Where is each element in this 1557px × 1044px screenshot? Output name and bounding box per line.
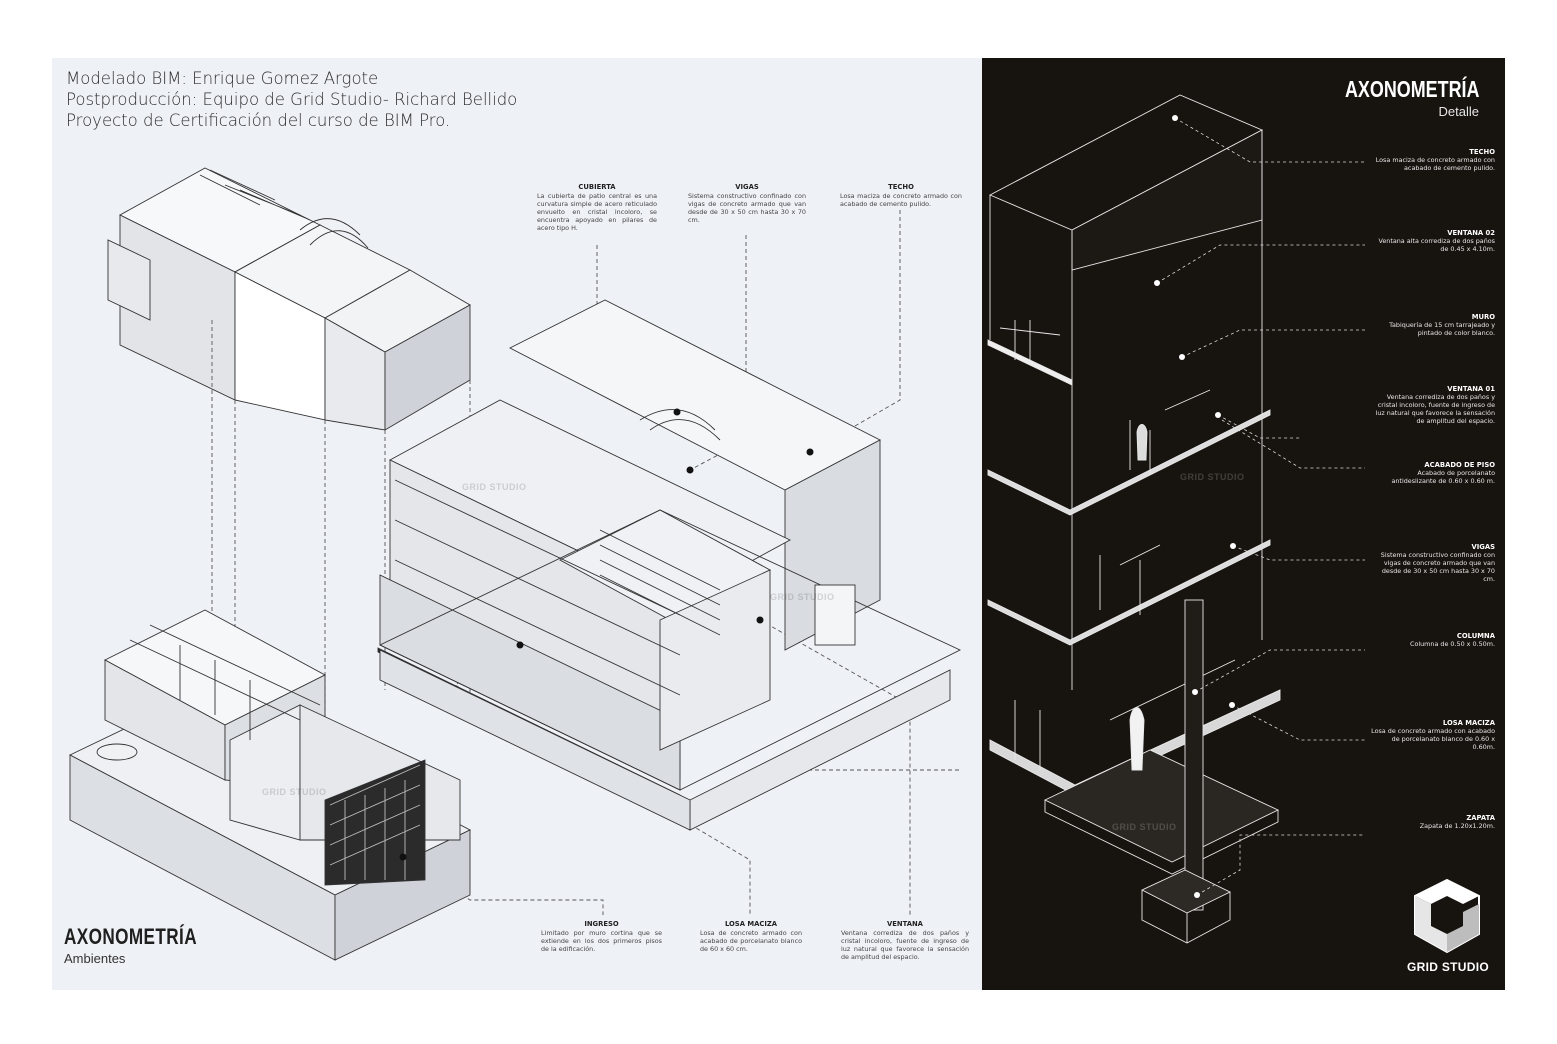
- detail-note-acabado-piso: ACABADO DE PISO Acabado de porcelanato a…: [1371, 461, 1495, 485]
- right-title: AXONOMETRÍA: [1344, 76, 1479, 102]
- note-text: Losa maciza de concreto armado con acaba…: [840, 192, 962, 208]
- note-text: Columna de 0.50 x 0.50m.: [1409, 640, 1495, 648]
- detail-note-ventana-02: VENTANA 02 Ventana alta corrediza de dos…: [1371, 229, 1495, 253]
- note-title: VIGAS: [735, 183, 759, 191]
- note-vigas: VIGAS Sistema constructivo confinado con…: [688, 183, 806, 224]
- detail-note-columna: COLUMNA Columna de 0.50 x 0.50m.: [1371, 632, 1495, 648]
- note-losa-maciza: LOSA MACIZA Losa de concreto armado con …: [700, 920, 802, 953]
- note-text: Losa de concreto armado con acabado de p…: [700, 929, 802, 953]
- note-title: VENTANA 01: [1447, 385, 1495, 393]
- note-title: VENTANA 02: [1447, 229, 1495, 237]
- note-text: Limitado por muro cortina que se extiend…: [541, 929, 662, 953]
- note-title: VIGAS: [1471, 543, 1495, 551]
- note-text: Tabiquería de 15 cm tarrajeado y pintado…: [1389, 321, 1495, 337]
- note-text: Sistema constructivo confinado con vigas…: [1380, 551, 1495, 583]
- credit-project: Proyecto de Certificación del curso de B…: [66, 111, 451, 130]
- note-ventana: VENTANA Ventana corrediza de dos paños y…: [841, 920, 969, 961]
- note-title: COLUMNA: [1456, 632, 1495, 640]
- note-text: La cubierta de patio central es una curv…: [537, 192, 657, 232]
- main-building-section: [377, 299, 962, 831]
- detail-note-vigas: VIGAS Sistema constructivo confinado con…: [1371, 543, 1495, 583]
- watermark: GRID STUDIO: [262, 787, 327, 797]
- brand-name: GRID STUDIO: [1407, 960, 1489, 974]
- grid-studio-logo-icon: [1414, 878, 1480, 954]
- right-subtitle: Detalle: [1438, 104, 1479, 119]
- note-title: LOSA MACIZA: [724, 920, 778, 928]
- note-title: INGRESO: [584, 920, 619, 928]
- watermark: GRID STUDIO: [462, 482, 527, 492]
- upper-building-block: [107, 167, 471, 431]
- note-text: Ventana corrediza de dos paños y cristal…: [1375, 393, 1495, 425]
- left-title-block: AXONOMETRÍA Ambientes: [64, 924, 235, 966]
- credit-postproduction: Postproducción: Equipo de Grid Studio- R…: [66, 90, 518, 109]
- note-title: ACABADO DE PISO: [1424, 461, 1495, 469]
- note-title: TECHO: [1469, 148, 1495, 156]
- note-title: ZAPATA: [1466, 814, 1495, 822]
- note-text: Losa de concreto armado con acabado de p…: [1371, 727, 1495, 751]
- note-text: Ventana alta corrediza de dos paños de 0…: [1378, 237, 1495, 253]
- detail-note-zapata: ZAPATA Zapata de 1.20x1.20m.: [1371, 814, 1495, 830]
- watermark: GRID STUDIO: [1180, 472, 1245, 482]
- note-title: VENTANA: [887, 920, 923, 928]
- credits-block: Modelado BIM: Enrique Gomez Argote Postp…: [66, 68, 517, 131]
- note-title: TECHO: [888, 183, 914, 191]
- note-title: LOSA MACIZA: [1442, 719, 1495, 727]
- watermark: GRID STUDIO: [1112, 822, 1177, 832]
- note-text: Zapata de 1.20x1.20m.: [1419, 822, 1495, 830]
- note-text: Acabado de porcelanato antideslizante de…: [1391, 469, 1495, 485]
- note-ingreso: INGRESO Limitado por muro cortina que se…: [541, 920, 662, 953]
- lower-building-block: [69, 609, 471, 961]
- detail-note-techo: TECHO Losa maciza de concreto armado con…: [1371, 148, 1495, 172]
- note-title: MURO: [1471, 313, 1495, 321]
- watermark: GRID STUDIO: [770, 592, 835, 602]
- right-title-block: AXONOMETRÍA Detalle: [1307, 76, 1479, 119]
- credit-bim-modeling: Modelado BIM: Enrique Gomez Argote: [66, 69, 379, 88]
- note-text: Sistema constructivo confinado con vigas…: [688, 192, 806, 224]
- detail-note-ventana-01: VENTANA 01 Ventana corrediza de dos paño…: [1371, 385, 1495, 425]
- detail-note-muro: MURO Tabiquería de 15 cm tarrajeado y pi…: [1371, 313, 1495, 337]
- note-title: CUBIERTA: [578, 183, 616, 191]
- note-text: Losa maciza de concreto armado con acaba…: [1375, 156, 1495, 172]
- note-cubierta: CUBIERTA La cubierta de patio central es…: [537, 183, 657, 232]
- detail-note-losa-maciza: LOSA MACIZA Losa de concreto armado con …: [1371, 719, 1495, 751]
- left-subtitle: Ambientes: [64, 951, 126, 966]
- note-techo: TECHO Losa maciza de concreto armado con…: [840, 183, 962, 208]
- note-text: Ventana corrediza de dos paños y cristal…: [841, 929, 969, 961]
- left-title: AXONOMETRÍA: [64, 924, 197, 949]
